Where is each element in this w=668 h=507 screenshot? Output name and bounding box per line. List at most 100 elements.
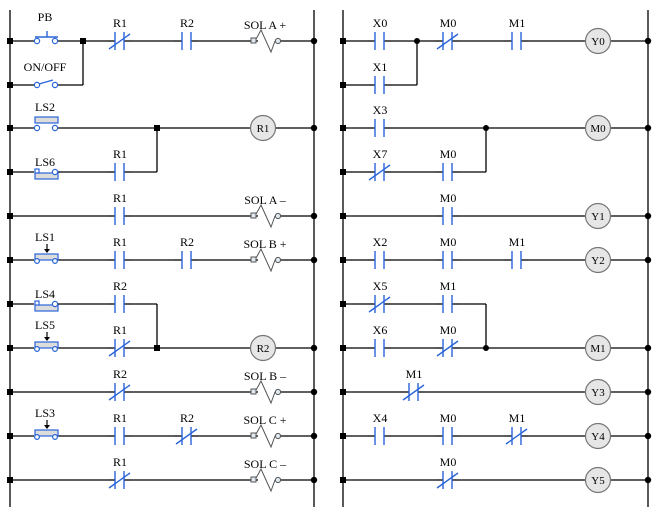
switch-terminal — [33, 124, 41, 132]
coil-circle — [584, 334, 612, 362]
contact-label: R1 — [113, 191, 127, 205]
contact-label: X1 — [373, 60, 388, 74]
switch-terminal — [33, 258, 40, 265]
coil-label: M0 — [590, 123, 606, 135]
rail-node — [644, 256, 652, 264]
rail-node — [310, 212, 318, 220]
switch-label: LS6 — [35, 155, 55, 169]
solenoid-zigzag — [254, 247, 276, 273]
switch-label: PB — [38, 10, 53, 24]
junction-node — [80, 38, 86, 44]
contact-label: M0 — [440, 235, 457, 249]
rail-node — [644, 212, 652, 220]
contact-label: M0 — [440, 455, 457, 469]
coil-circle — [584, 27, 612, 55]
solenoid-zigzag — [254, 28, 276, 54]
limit-switch-actuator — [34, 304, 59, 312]
switch-terminal — [51, 300, 59, 308]
coil-circle — [249, 334, 277, 362]
rail-node — [340, 433, 346, 439]
contact-label: M1 — [509, 411, 526, 425]
rung: LS1 R1 R2 SOL B + — [7, 230, 318, 273]
contact-slash — [436, 472, 459, 489]
junction-node — [483, 125, 489, 131]
solenoid-terminal — [274, 388, 282, 396]
switch-terminal — [33, 346, 40, 353]
coil-circle — [584, 114, 612, 142]
solenoid-zigzag — [254, 379, 276, 405]
contact-slash — [505, 428, 528, 445]
solenoid-label: SOL C + — [244, 413, 287, 427]
toggle-lever — [38, 79, 54, 85]
contact-slash — [108, 384, 131, 401]
limit-switch-actuator — [34, 253, 59, 261]
coil-circle — [249, 114, 277, 142]
rail-node — [310, 37, 318, 45]
contact-slash — [368, 296, 391, 313]
contact-label: M1 — [509, 235, 526, 249]
contact-slash — [436, 340, 459, 357]
rail-node — [7, 38, 13, 44]
solenoid-zigzag — [254, 203, 276, 229]
coil-label: R1 — [257, 123, 270, 135]
solenoid-terminal — [250, 37, 257, 44]
rail-node — [644, 476, 652, 484]
coil-label: Y0 — [591, 36, 605, 48]
contact-label: R1 — [113, 411, 127, 425]
rail-node — [7, 213, 13, 219]
contact-label: R2 — [180, 235, 194, 249]
solenoid-terminal — [274, 256, 282, 264]
solenoid-terminal — [274, 476, 282, 484]
rail-node — [644, 388, 652, 396]
rail-node — [7, 257, 13, 263]
solenoid-label: SOL B + — [244, 237, 287, 251]
solenoid-terminal — [250, 432, 257, 439]
coil-label: R2 — [257, 343, 270, 355]
rail-node — [310, 476, 318, 484]
switch-terminal — [34, 300, 40, 306]
arrow-head — [44, 425, 50, 429]
contact-label: M1 — [509, 16, 526, 30]
solenoid-terminal — [274, 37, 282, 45]
rail-node — [7, 301, 13, 307]
rail-node — [310, 124, 318, 132]
limit-switch-actuator — [34, 116, 59, 124]
solenoid-terminal — [274, 212, 282, 220]
contact-slash — [108, 472, 131, 489]
junction-node — [483, 345, 489, 351]
solenoid-terminal — [250, 212, 257, 219]
limit-switch-actuator — [34, 341, 59, 349]
rail-node — [644, 344, 652, 352]
rail-node — [340, 257, 346, 263]
contact-label: R1 — [113, 147, 127, 161]
solenoid-label: SOL C – — [244, 457, 287, 471]
contact-label: R2 — [113, 279, 127, 293]
limit-switch-actuator — [34, 172, 59, 180]
rail-node — [7, 125, 13, 131]
coil-label: Y5 — [591, 475, 605, 487]
switch-label: LS1 — [35, 230, 55, 244]
solenoid-zigzag — [254, 467, 276, 493]
contact-label: R1 — [113, 235, 127, 249]
junction-node — [154, 345, 160, 351]
rung: LS6 R1 — [7, 147, 157, 181]
solenoid-terminal — [250, 476, 257, 483]
rail-node — [310, 432, 318, 440]
rail-node — [644, 124, 652, 132]
coil-label: Y3 — [591, 387, 605, 399]
switch-label: ON/OFF — [24, 60, 67, 74]
junction-node — [414, 38, 420, 44]
switch-label: LS2 — [35, 100, 55, 114]
